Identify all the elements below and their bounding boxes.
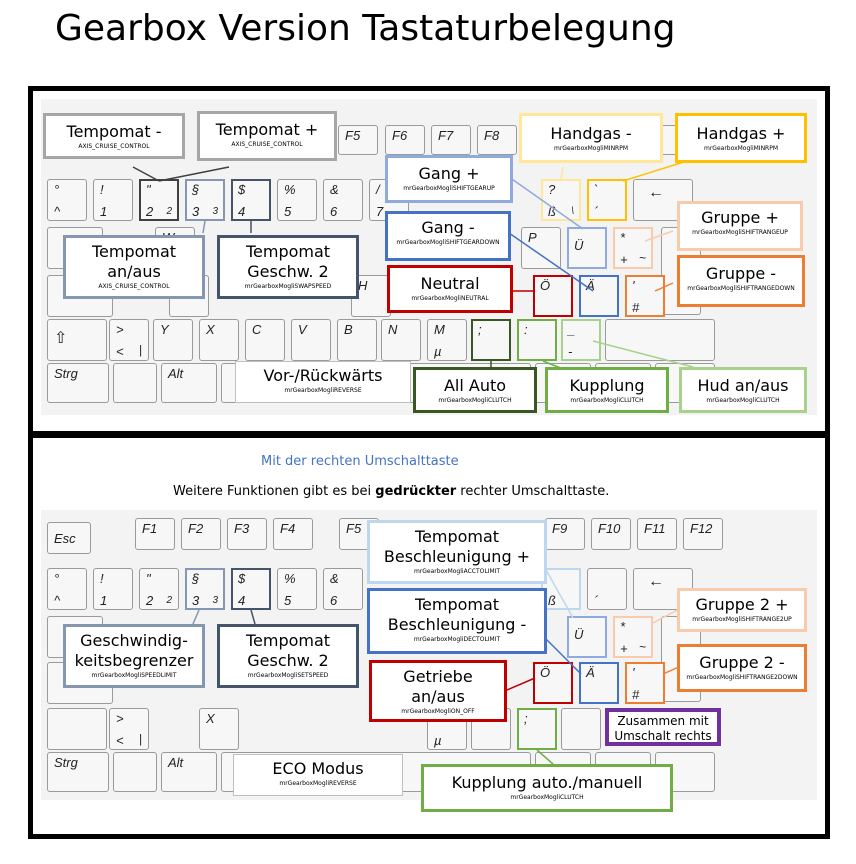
highlight-key-minus [561, 319, 601, 361]
key-n: N [381, 319, 421, 361]
key-f5: F5 [338, 125, 378, 155]
highlight-key-period [517, 319, 557, 361]
highlight-key-comma [471, 319, 511, 361]
key-shift-left: ⇧ [47, 319, 107, 361]
highlight-key-3 [185, 179, 225, 221]
callout-gruppe-minus: Gruppe -mrGearboxMogliSHIFTRANGEDOWN [677, 255, 805, 307]
key-f9-2: F9 [545, 518, 585, 550]
key-1-2: !1 [93, 568, 133, 610]
callout-gruppe2-plus: Gruppe 2 +mrGearboxMogliSHIFTRANGE2UP [677, 588, 807, 632]
highlight-key-2 [139, 179, 179, 221]
highlight-key-sz [541, 179, 581, 221]
key-f7: F7 [431, 125, 471, 155]
key-f12-2: F12 [683, 518, 723, 550]
key-f8: F8 [477, 125, 517, 155]
key-6: &6 [323, 179, 363, 221]
callout-tempomat-plus: Tempomat +AXIS_CRUISE_CONTROL [197, 111, 337, 161]
key-shift-left-2 [47, 708, 107, 750]
key-less-2: ><| [109, 708, 149, 750]
key-acute-2: ´ [587, 568, 627, 610]
key-strg: Strg [47, 363, 109, 403]
top-keyboard-panel: F5 F6 F7 F8 11 °^ !1 "22 §33 $4 %5 &6 /7… [28, 86, 830, 436]
key-b: B [337, 319, 377, 361]
key-less: ><| [109, 319, 149, 361]
key-p: P [521, 227, 561, 269]
key-6-2: &6 [323, 568, 363, 610]
highlight-key-hash-2 [625, 662, 665, 704]
key-esc-2: Esc [47, 522, 91, 554]
callout-gang-plus: Gang +mrGearboxMogliSHIFTGEARUP [385, 155, 513, 203]
callout-tempomat-minus: Tempomat -AXIS_CRUISE_CONTROL [43, 113, 185, 159]
key-x-2: X [199, 708, 239, 750]
key-v: V [291, 319, 331, 361]
callout-gruppe-plus: Gruppe +mrGearboxMogliSHIFTRANGEUP [677, 201, 803, 251]
highlight-key-period-2 [517, 708, 557, 750]
callout-handgas-plus: Handgas +mrGearboxMogliMINRPM [675, 113, 807, 163]
key-f4-2: F4 [273, 518, 313, 550]
highlight-key-plus [613, 227, 653, 269]
key-5: %5 [277, 179, 317, 221]
key-x: X [199, 319, 239, 361]
bottom-keyboard-panel: Mit der rechten Umschalttaste Weitere Fu… [28, 433, 830, 839]
key-win [113, 363, 157, 403]
highlight-key-oe [533, 275, 573, 317]
highlight-key-ue [567, 227, 607, 269]
key-f3-2: F3 [227, 518, 267, 550]
callout-gruppe2-minus: Gruppe 2 -mrGearboxMogliSHIFTRANGE2DOWN [677, 644, 807, 692]
highlight-key-4 [231, 179, 271, 221]
key-alt: Alt [161, 363, 217, 403]
highlight-key-ue-2 [567, 616, 607, 658]
highlight-key-ae [579, 275, 619, 317]
shift-info-text: Weitere Funktionen gibt es bei gedrückte… [173, 484, 610, 499]
key-f10-2: F10 [591, 518, 631, 550]
callout-zusammen: Zusammen mit Umschalt rechts [605, 708, 721, 746]
key-c: C [245, 319, 285, 361]
key-f6: F6 [385, 125, 425, 155]
highlight-key-ae-2 [579, 662, 619, 704]
callout-gang-minus: Gang -mrGearboxMogliSHIFTGEARDOWN [385, 211, 511, 261]
page-title: Gearbox Version Tastaturbelegung [55, 8, 676, 49]
key-f1-2: F1 [135, 518, 175, 550]
highlight-key-3-2 [185, 568, 225, 610]
key-alt-2: Alt [161, 752, 217, 792]
key-y: Y [153, 319, 193, 361]
key-strg-2: Strg [47, 752, 109, 792]
highlight-key-oe-2 [533, 662, 573, 704]
key-win-2 [113, 752, 157, 792]
key-shift-right [605, 319, 715, 361]
callout-handgas-minus: Handgas -mrGearboxMogliMINRPM [519, 113, 663, 163]
key-circumflex-2: °^ [47, 568, 87, 610]
shift-heading: Mit der rechten Umschalttaste [261, 454, 459, 469]
highlight-key-acute [587, 179, 627, 221]
callout-beschl-plus: Tempomat Beschleunigung +mrGearboxMogliA… [367, 520, 547, 584]
key-minus-2 [561, 708, 601, 750]
key-hash-2: '# [625, 662, 665, 704]
key-f2-2: F2 [181, 518, 221, 550]
highlight-key-4-2 [231, 568, 271, 610]
key-1: !1 [93, 179, 133, 221]
key-5-2: %5 [277, 568, 317, 610]
highlight-key-hash [625, 275, 665, 317]
highlight-key-sz-2 [541, 568, 581, 610]
key-circumflex: °^ [47, 179, 87, 221]
key-f11-2: F11 [637, 518, 677, 550]
highlight-key-plus-2 [613, 616, 653, 658]
callout-beschl-minus: Tempomat Beschleunigung -mrGearboxMogliD… [367, 588, 547, 654]
